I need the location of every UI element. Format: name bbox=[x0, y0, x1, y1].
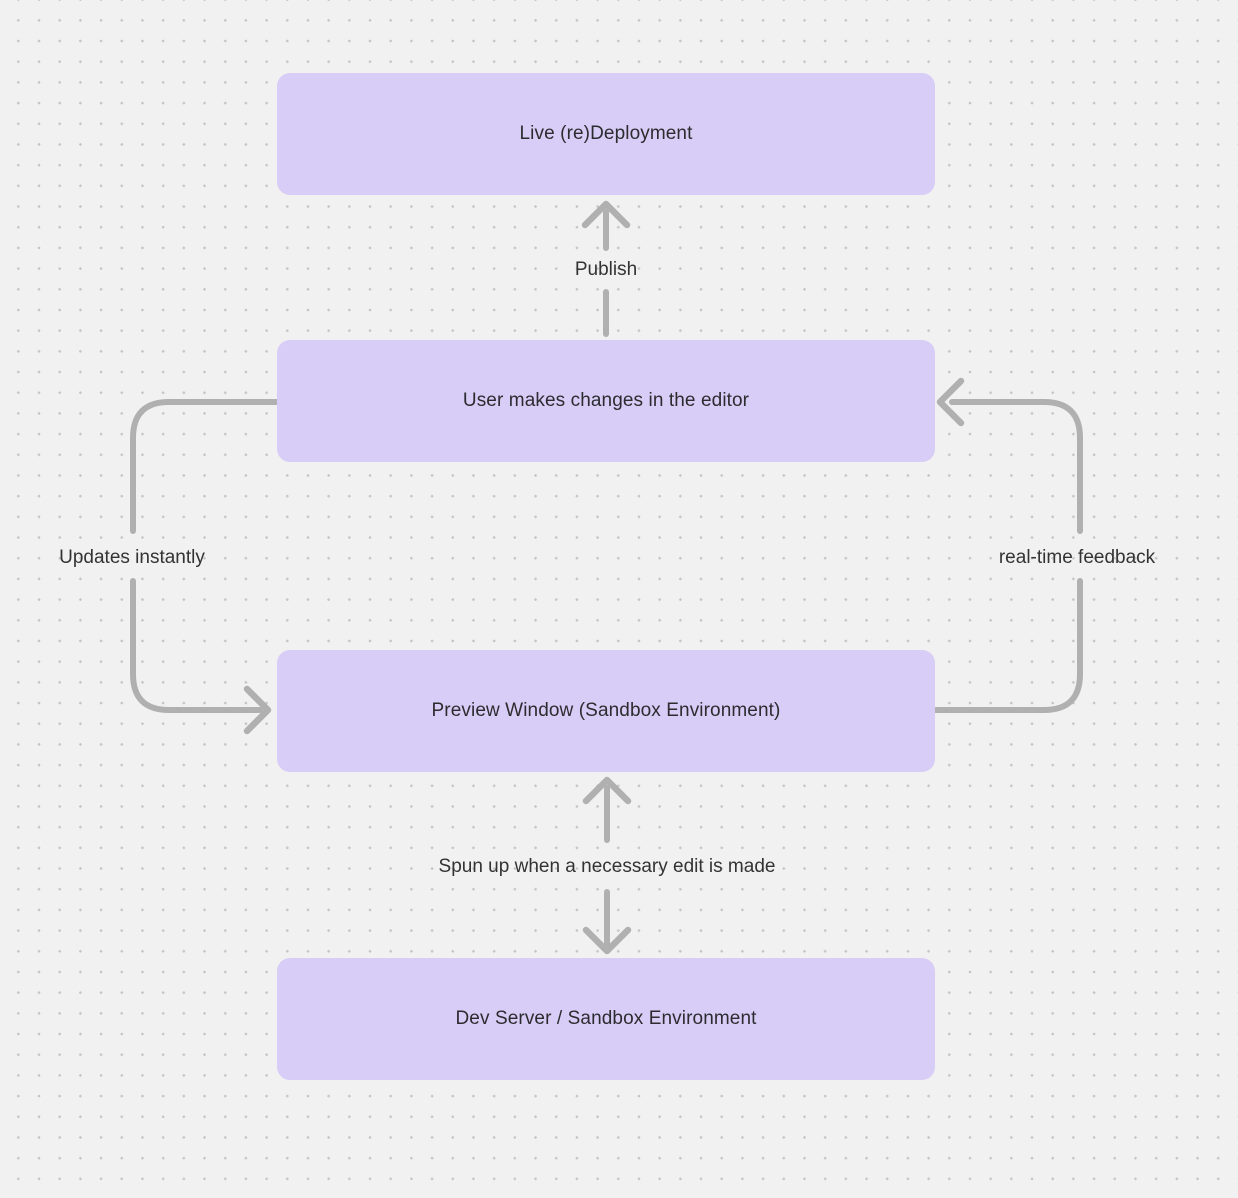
node-live-redeployment[interactable]: Live (re)Deployment bbox=[277, 73, 935, 195]
realtime-feedback-arrow bbox=[932, 377, 1083, 713]
node-preview-window[interactable]: Preview Window (Sandbox Environment) bbox=[277, 650, 935, 772]
node-label: Dev Server / Sandbox Environment bbox=[455, 1008, 757, 1029]
edge-label-spun-up: Spun up when a necessary edit is made bbox=[438, 856, 776, 877]
realtime-arrowhead-left-icon bbox=[936, 377, 965, 427]
edge-label-publish: Publish bbox=[574, 259, 638, 280]
node-user-edits[interactable]: User makes changes in the editor bbox=[277, 340, 935, 462]
spun-up-arrowhead-up-icon bbox=[582, 776, 632, 805]
updates-arrow-upper-segment bbox=[130, 399, 280, 534]
node-dev-server[interactable]: Dev Server / Sandbox Environment bbox=[277, 958, 935, 1080]
realtime-arrow-upper-segment bbox=[949, 399, 1083, 534]
edge-label-updates-instantly: Updates instantly bbox=[59, 547, 205, 568]
node-label: Preview Window (Sandbox Environment) bbox=[431, 700, 781, 721]
updates-arrow-lower-segment bbox=[130, 578, 263, 713]
node-label: User makes changes in the editor bbox=[462, 390, 750, 411]
realtime-arrow-lower-segment bbox=[932, 578, 1083, 713]
spun-up-arrowhead-down-icon bbox=[582, 926, 632, 955]
node-label: Live (re)Deployment bbox=[519, 123, 693, 144]
publish-arrowhead-up-icon bbox=[581, 200, 631, 229]
edge-label-realtime-feedback: real-time feedback bbox=[998, 547, 1156, 568]
updates-arrowhead-right-icon bbox=[243, 685, 272, 735]
